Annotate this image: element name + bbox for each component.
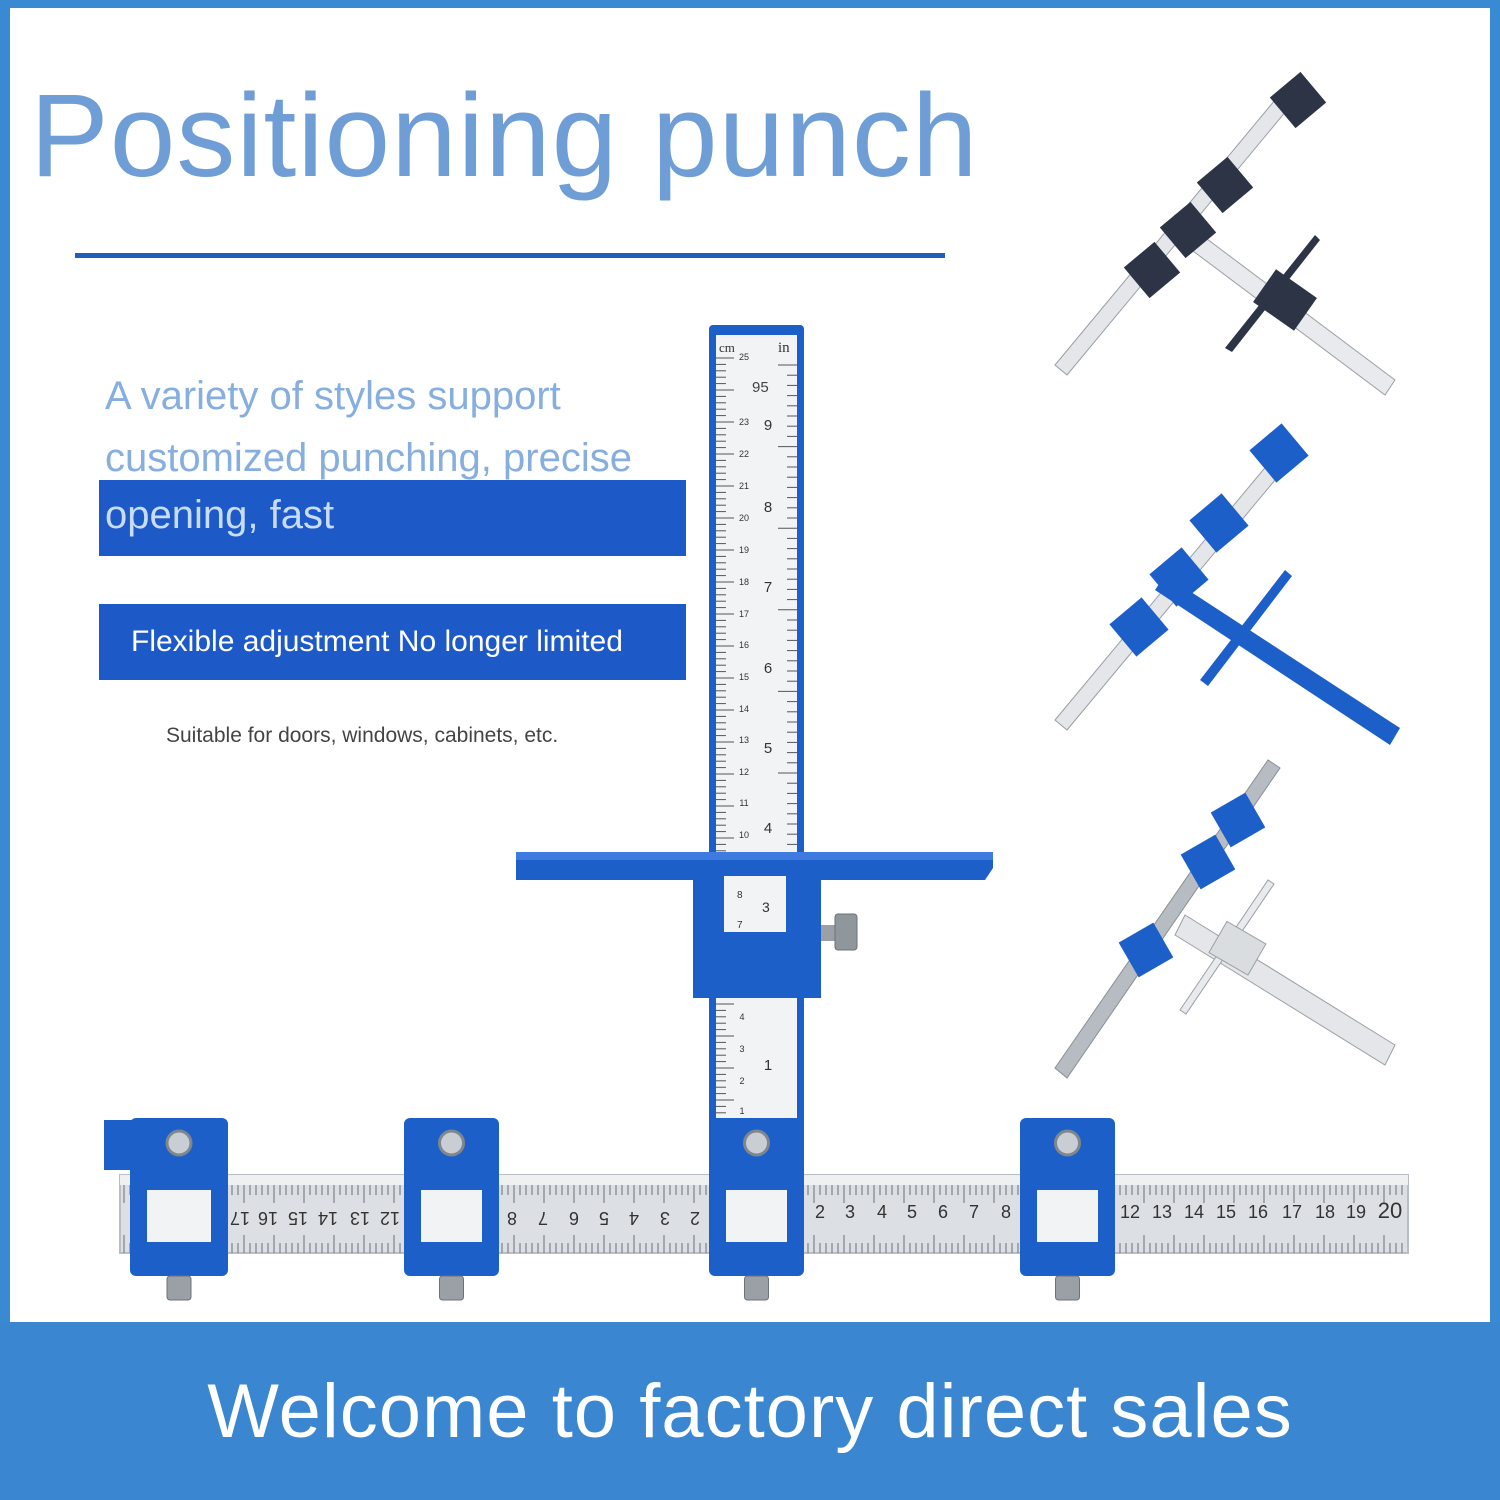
h-ruler-label: 8 — [1001, 1202, 1011, 1222]
footer-text: Welcome to factory direct sales — [207, 1368, 1293, 1454]
cm-label: 3 — [739, 1044, 744, 1054]
h-ruler-label: 5 — [599, 1208, 609, 1228]
h-ruler-label: 12 — [1120, 1202, 1140, 1222]
cm-label: 22 — [739, 449, 749, 459]
inch-label: 5 — [764, 740, 772, 757]
h-ruler-label: 19 — [1346, 1202, 1366, 1222]
ruler-stop-block — [709, 1118, 804, 1301]
h-ruler-label: 16 — [258, 1208, 278, 1228]
h-ruler-label: 7 — [538, 1208, 548, 1228]
thumbnail-dark — [1054, 71, 1396, 396]
h-ruler-label: 8 — [507, 1208, 517, 1228]
usage-note: Suitable for doors, windows, cabinets, e… — [166, 724, 559, 747]
cm-label: 21 — [739, 481, 749, 491]
h-ruler-label: 17 — [1282, 1202, 1302, 1222]
unit-in: in — [778, 340, 790, 356]
inch-label: 8 — [764, 499, 772, 516]
h-ruler-label: 4 — [629, 1208, 639, 1228]
subtitle-line-3: opening, fast — [105, 493, 335, 537]
h-ruler-label: 16 — [1248, 1202, 1268, 1222]
cm-label: 16 — [739, 640, 749, 650]
cm-label: 10 — [739, 830, 749, 840]
page-title: Positioning punch — [30, 70, 979, 202]
inch-label: 1 — [764, 1057, 772, 1074]
h-ruler-label: 4 — [877, 1202, 887, 1222]
cm-label-7: 7 — [737, 920, 743, 931]
subtitle: A variety of styles support customized p… — [105, 365, 705, 489]
feature-band: Flexible adjustment No longer limited — [99, 604, 686, 680]
ruler-mark: 95 — [752, 379, 769, 396]
cm-label: 20 — [739, 513, 749, 523]
inch-label: 9 — [764, 417, 772, 434]
h-ruler-label: 14 — [1184, 1202, 1204, 1222]
cm-label-8: 8 — [737, 890, 743, 901]
h-ruler-label: 7 — [969, 1202, 979, 1222]
unit-cm: cm — [719, 340, 735, 355]
h-ruler-label: 6 — [569, 1208, 579, 1228]
subtitle-highlight-band — [99, 480, 686, 556]
thumbnail-steel — [1054, 759, 1396, 1079]
cm-label: 1 — [739, 1106, 744, 1116]
cm-label: 14 — [739, 704, 749, 714]
cm-label: 11 — [739, 798, 748, 808]
h-ruler-label: 20 — [1378, 1198, 1402, 1223]
cm-label: 23 — [739, 417, 749, 427]
end-cap — [104, 1120, 139, 1170]
h-ruler-label: 2 — [690, 1208, 700, 1228]
vertical-ruler-ticks — [716, 357, 797, 858]
h-ruler-label: 15 — [1216, 1202, 1236, 1222]
feature-text: Flexible adjustment No longer limited — [131, 625, 623, 658]
ruler-stop-block — [404, 1118, 499, 1301]
inch-label: 6 — [764, 660, 772, 677]
cm-label: 15 — [739, 672, 749, 682]
cm-label: 2 — [739, 1076, 744, 1086]
footer-banner: Welcome to factory direct sales — [0, 1322, 1500, 1500]
cm-label: 13 — [739, 735, 749, 745]
h-ruler-label: 18 — [1315, 1202, 1335, 1222]
ruler-stops — [104, 1118, 1115, 1301]
cross-bar: 8 3 7 — [516, 852, 993, 998]
cm-label: 4 — [739, 1012, 744, 1022]
cm-label: 12 — [739, 767, 749, 777]
h-ruler-label: 6 — [938, 1202, 948, 1222]
subtitle-line-2: customized punching, precise — [105, 436, 632, 480]
inch-label-3: 3 — [762, 899, 770, 915]
ruler-stop-block — [1020, 1118, 1115, 1301]
cm-label: 25 — [739, 352, 749, 362]
lower-ruler-labels: 4 3 2 1 1 — [716, 1003, 772, 1146]
h-ruler-label: 14 — [318, 1208, 338, 1228]
h-ruler-label: 13 — [350, 1208, 370, 1228]
h-ruler-label: 3 — [660, 1208, 670, 1228]
inch-label: 4 — [764, 820, 772, 837]
cm-label: 17 — [739, 609, 749, 619]
thumbnail-blue — [1054, 423, 1400, 745]
subtitle-line-1: A variety of styles support — [105, 374, 561, 418]
title-underline — [75, 253, 945, 258]
h-ruler-label: 2 — [815, 1202, 825, 1222]
ruler-stop-block — [130, 1118, 228, 1301]
h-ruler-label: 12 — [380, 1208, 400, 1228]
cm-labels: 25 23 22 21 20 19 18 17 16 15 14 13 12 11 10 — [739, 352, 749, 840]
h-ruler-label: 15 — [288, 1208, 308, 1228]
h-ruler-label: 13 — [1152, 1202, 1172, 1222]
inch-label: 7 — [764, 579, 772, 596]
h-ruler-label: 5 — [907, 1202, 917, 1222]
h-ruler-label: 17 — [230, 1208, 250, 1228]
cm-label: 18 — [739, 577, 749, 587]
h-ruler-label: 3 — [845, 1202, 855, 1222]
inch-labels: 9 8 7 6 5 4 — [764, 417, 772, 837]
cm-label: 19 — [739, 545, 749, 555]
